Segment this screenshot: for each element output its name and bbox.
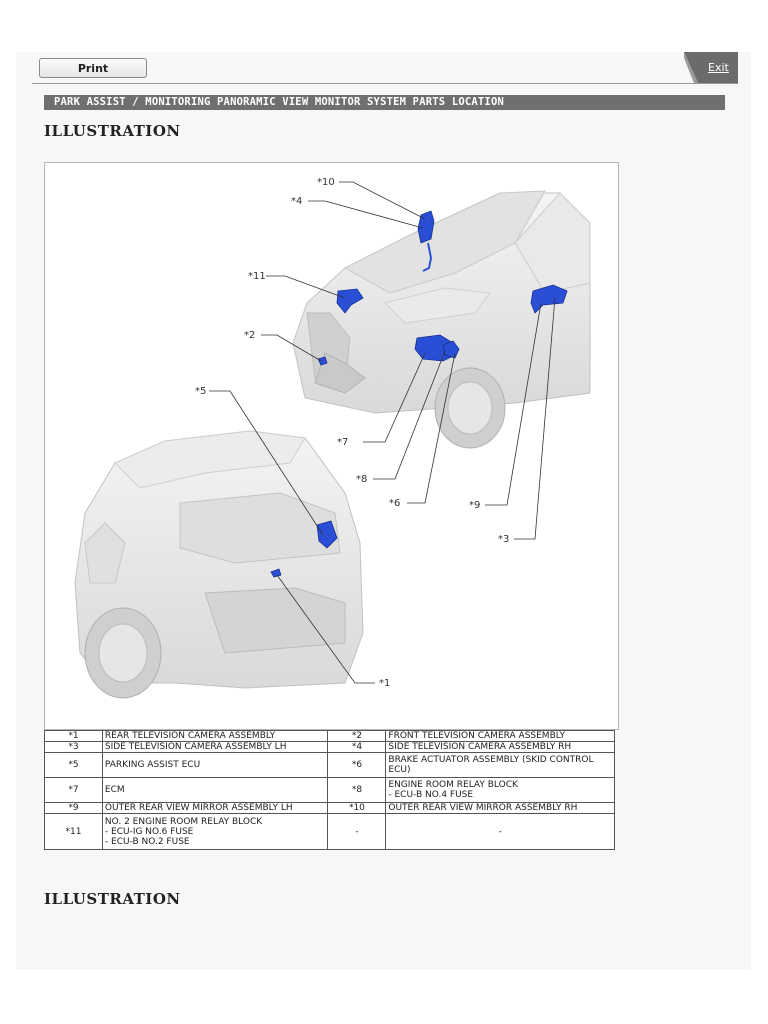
part-number: *6 [327, 752, 387, 778]
rear-camera-part [270, 568, 282, 578]
exit-tab-shape [684, 52, 738, 83]
part-name: ECM [101, 777, 329, 803]
part-number: *1 [44, 730, 103, 742]
exit-tab[interactable]: Exit [684, 52, 738, 83]
part-name: REAR TELEVISION CAMERA ASSEMBLY [101, 730, 329, 742]
table-row: *1 REAR TELEVISION CAMERA ASSEMBLY *2 FR… [44, 730, 615, 742]
part-name: BRAKE ACTUATOR ASSEMBLY (SKID CONTROL EC… [385, 752, 615, 778]
callout-10: *10 [317, 177, 335, 188]
part-name: OUTER REAR VIEW MIRROR ASSEMBLY RH [385, 802, 615, 814]
table-row: *5 PARKING ASSIST ECU *6 BRAKE ACTUATOR … [44, 752, 615, 778]
front-vehicle [292, 190, 591, 449]
page-panel: Print Exit PARK ASSIST / MONITORING PANO… [16, 52, 751, 970]
callout-9: *9 [469, 500, 480, 511]
part-number: *8 [327, 777, 387, 803]
callout-6: *6 [389, 498, 400, 509]
part-name: - [385, 813, 615, 850]
parts-location-illustration: *10 *4 *11 *2 *5 *7 *8 *6 *9 *3 *1 [44, 162, 619, 730]
callout-8: *8 [356, 474, 367, 485]
table-row: *11 NO. 2 ENGINE ROOM RELAY BLOCK - ECU-… [44, 813, 615, 850]
table-row: *7 ECM *8 ENGINE ROOM RELAY BLOCK - ECU-… [44, 777, 615, 803]
vehicle-illustration: *10 *4 *11 *2 *5 *7 *8 *6 *9 *3 *1 [74, 177, 591, 699]
rear-vehicle [74, 430, 364, 699]
part-number: *4 [327, 741, 387, 753]
table-row: *3 SIDE TELEVISION CAMERA ASSEMBLY LH *4… [44, 741, 615, 753]
part-name: SIDE TELEVISION CAMERA ASSEMBLY LH [101, 741, 329, 753]
callout-4: *4 [291, 196, 302, 207]
part-name: ENGINE ROOM RELAY BLOCK - ECU-B NO.4 FUS… [385, 777, 615, 803]
breadcrumb: PARK ASSIST / MONITORING PANORAMIC VIEW … [54, 96, 504, 108]
parts-table: *1 REAR TELEVISION CAMERA ASSEMBLY *2 FR… [44, 730, 615, 850]
callout-2: *2 [244, 330, 255, 341]
leader-lines [209, 181, 556, 684]
part-number: *11 [44, 813, 103, 850]
breadcrumb-bar: PARK ASSIST / MONITORING PANORAMIC VIEW … [44, 95, 725, 110]
part-name: NO. 2 ENGINE ROOM RELAY BLOCK - ECU-IG N… [101, 813, 329, 850]
part-name: FRONT TELEVISION CAMERA ASSEMBLY [385, 730, 615, 742]
second-section-heading: ILLUSTRATION [44, 890, 181, 908]
callout-1: *1 [379, 678, 390, 689]
callout-3: *3 [498, 534, 509, 545]
mirror-rh-part [417, 210, 435, 244]
table-row: *9 OUTER REAR VIEW MIRROR ASSEMBLY LH *1… [44, 802, 615, 814]
parking-assist-ecu-part [316, 520, 338, 549]
relay-block-no2-part [336, 288, 364, 314]
highlighted-parts [270, 210, 568, 578]
callout-11: *11 [248, 271, 266, 282]
part-name: PARKING ASSIST ECU [101, 752, 329, 778]
part-number: *7 [44, 777, 103, 803]
print-button[interactable]: Print [39, 58, 147, 78]
toolbar-divider [32, 83, 738, 84]
callout-5: *5 [195, 386, 206, 397]
part-name: SIDE TELEVISION CAMERA ASSEMBLY RH [385, 741, 615, 753]
exit-link[interactable]: Exit [708, 61, 729, 74]
part-number: *10 [327, 802, 387, 814]
part-number: - [327, 813, 387, 850]
part-name: OUTER REAR VIEW MIRROR ASSEMBLY LH [101, 802, 329, 814]
mirror-lh-part [530, 284, 568, 314]
part-number: *2 [327, 730, 387, 742]
front-camera-part [317, 356, 328, 366]
part-number: *3 [44, 741, 103, 753]
part-number: *9 [44, 802, 103, 814]
callout-7: *7 [337, 437, 348, 448]
part-number: *5 [44, 752, 103, 778]
section-heading: ILLUSTRATION [44, 122, 181, 140]
